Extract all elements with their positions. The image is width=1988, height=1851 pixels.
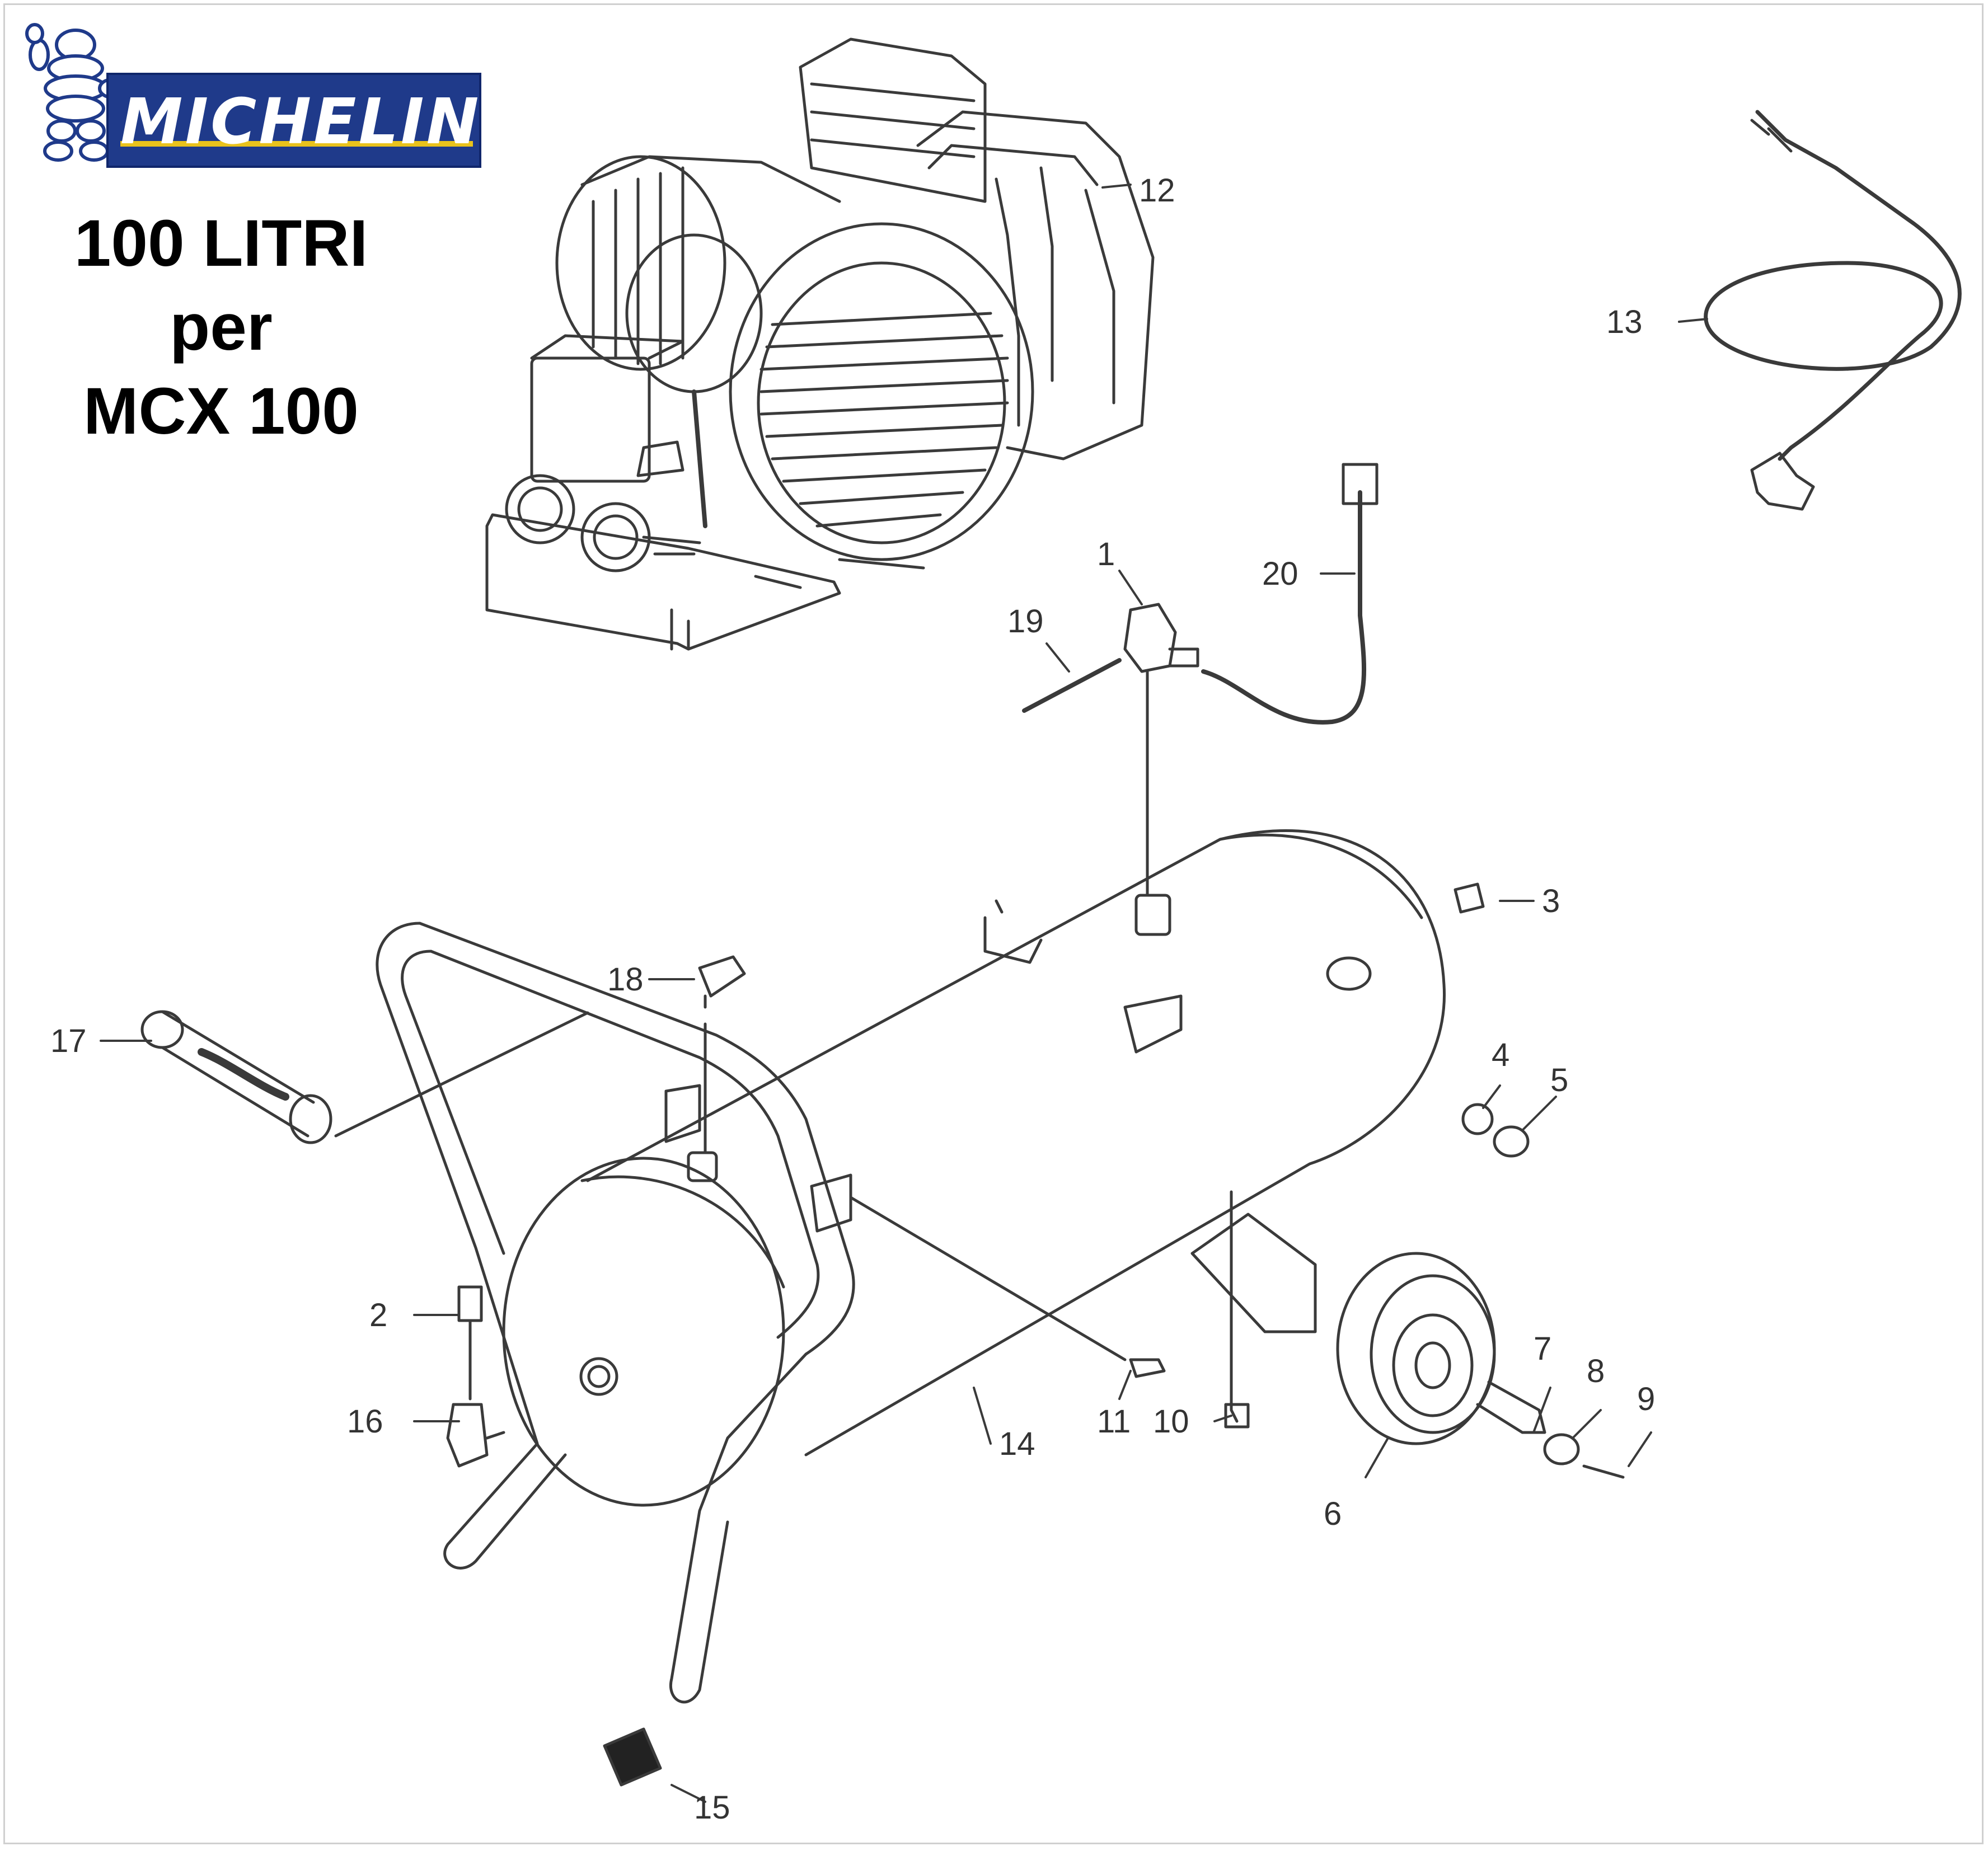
callout-2: 2 [369, 1297, 387, 1333]
callout-10: 10 [1153, 1403, 1189, 1440]
title-line-model: MCX 100 [83, 374, 359, 448]
title-line-per: per [170, 290, 273, 364]
callout-16: 16 [347, 1403, 383, 1440]
power-cord-drawing [1704, 110, 1962, 511]
callout-4: 4 [1492, 1037, 1509, 1073]
callout-18: 18 [607, 961, 644, 998]
rubber-foot-drawing [603, 1727, 662, 1787]
compressor-pump-drawing [485, 37, 1155, 651]
callout-1: 1 [1097, 536, 1115, 572]
callout-9: 9 [1637, 1381, 1655, 1417]
logo-banner [106, 73, 481, 168]
logo-stripe [120, 141, 473, 147]
trolley-frame-drawing [376, 922, 855, 1704]
michelin-logo: MICHELIN [22, 22, 481, 168]
wheel-drawing [1230, 1103, 1625, 1479]
callout-3: 3 [1542, 883, 1560, 919]
callout-11: 11 [1097, 1403, 1131, 1440]
callout-15: 15 [694, 1789, 730, 1826]
callout-14: 14 [999, 1426, 1035, 1462]
logo-wordmark: MICHELIN [120, 86, 481, 158]
callout-20: 20 [1262, 556, 1298, 592]
callout-17: 17 [50, 1023, 87, 1059]
callout-7: 7 [1534, 1331, 1551, 1367]
callout-8: 8 [1587, 1353, 1605, 1389]
tank-drawing [502, 829, 1446, 1507]
callout-19: 19 [1007, 603, 1044, 640]
page-frame [3, 3, 1984, 1844]
leader-lines [100, 184, 1708, 1803]
michelin-man-icon [25, 23, 126, 162]
fittings-drawing [446, 463, 1485, 1468]
callout-13: 13 [1606, 304, 1643, 340]
callout-6: 6 [1324, 1496, 1342, 1532]
callout-12: 12 [1139, 172, 1175, 209]
handle-grip-drawing [140, 1010, 589, 1144]
title-line-capacity: 100 LITRI [74, 206, 368, 280]
callout-labels: 1 2 3 4 5 6 7 8 9 10 11 12 13 14 15 16 1… [50, 172, 1655, 1826]
callout-5: 5 [1550, 1062, 1568, 1098]
